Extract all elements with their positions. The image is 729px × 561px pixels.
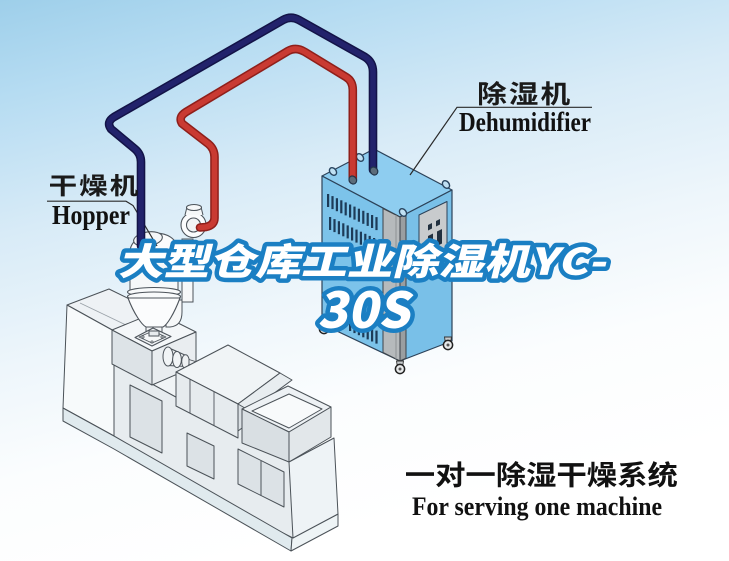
svg-text:For serving one machine: For serving one machine [412,492,662,521]
svg-text:Hopper: Hopper [52,200,130,230]
svg-text:Dehumidifier: Dehumidifier [459,107,591,137]
